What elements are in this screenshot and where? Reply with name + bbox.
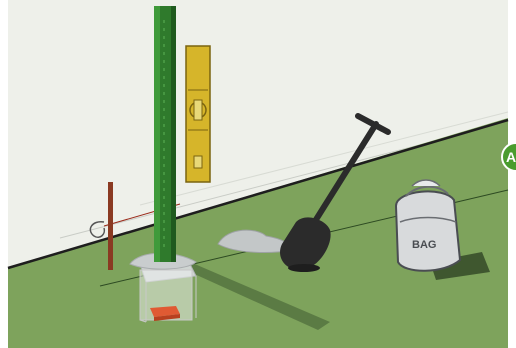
- annotation-badge-letter: A: [506, 149, 516, 165]
- spirit-level: [186, 46, 210, 182]
- wooden-stake: [108, 182, 113, 270]
- bag-label: BAG: [412, 239, 436, 251]
- green-post: [154, 6, 176, 262]
